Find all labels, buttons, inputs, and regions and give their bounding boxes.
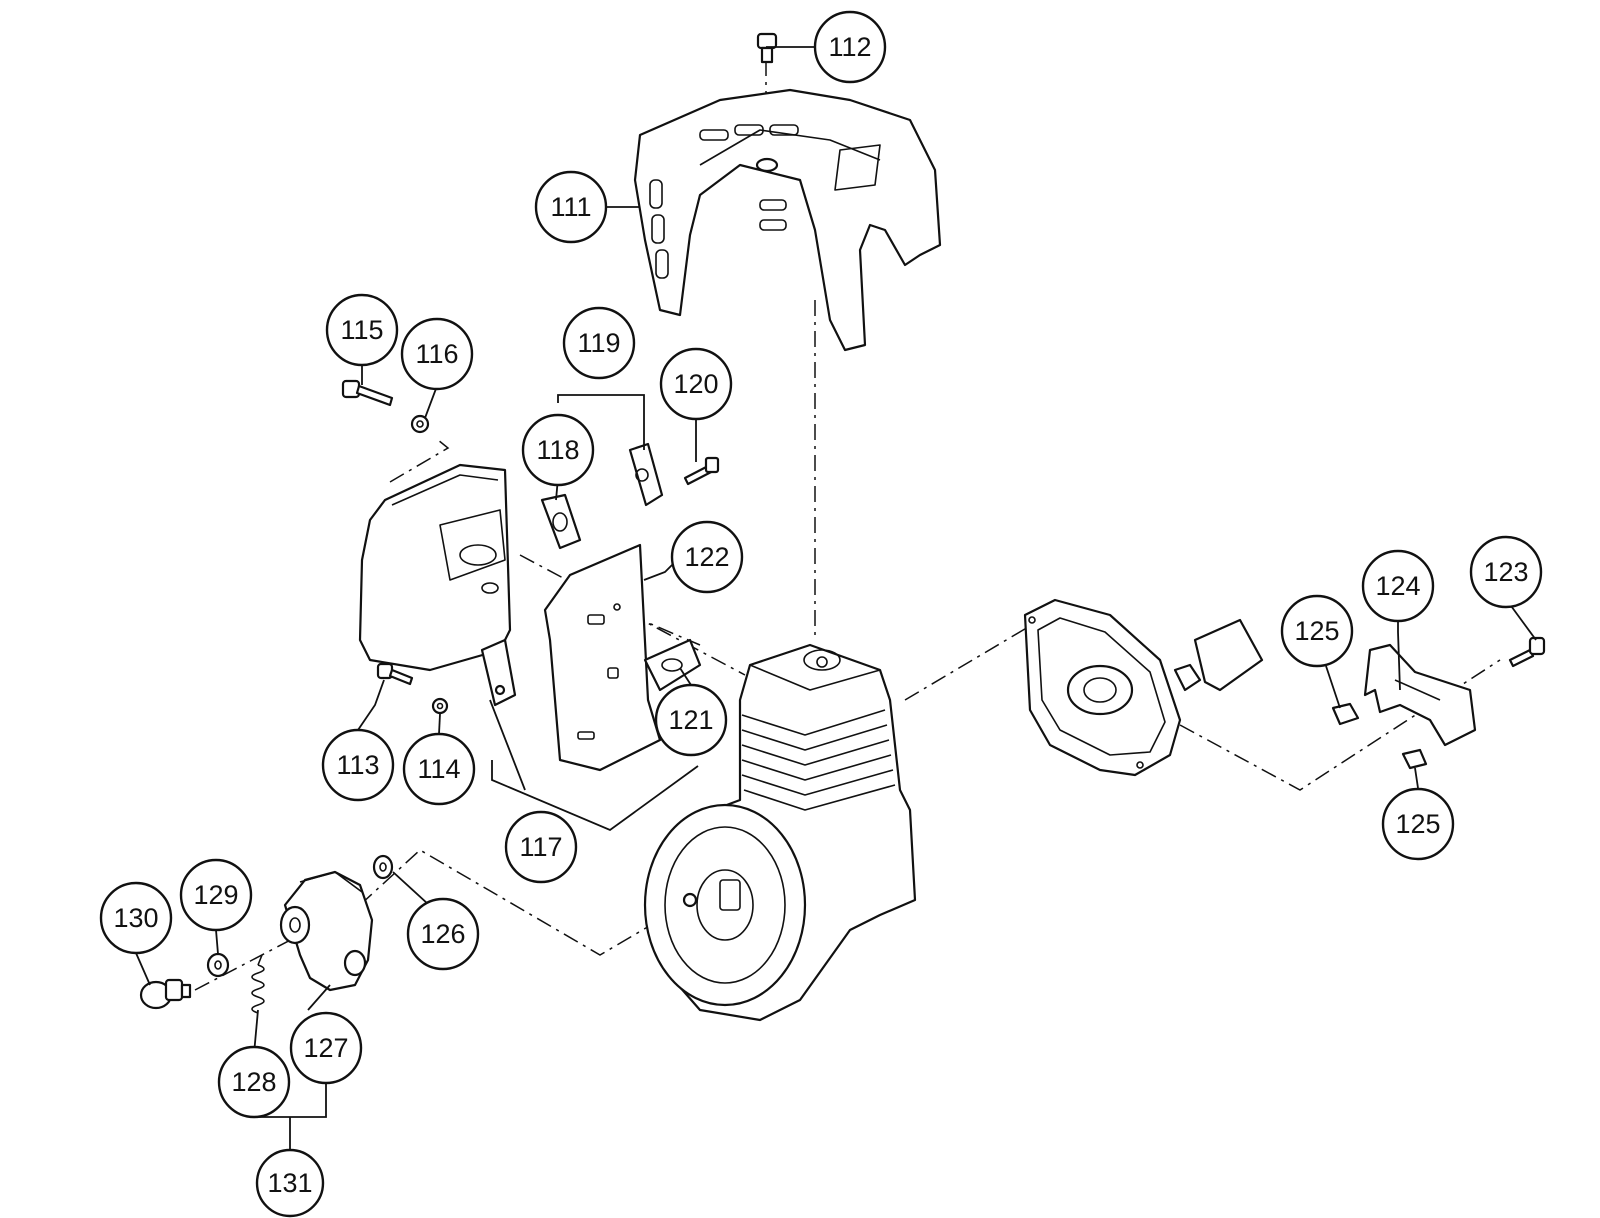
axis-clutch	[359, 849, 686, 956]
svg-text:118: 118	[536, 435, 579, 465]
washer-114	[431, 697, 449, 715]
callout-129: 129	[179, 858, 253, 932]
callout-120: 120	[659, 347, 733, 421]
recoil-starter	[1023, 598, 1264, 777]
svg-text:125: 125	[1294, 616, 1339, 646]
axis-bracket	[1179, 659, 1501, 791]
axis-clutch-bolt	[194, 934, 301, 991]
callout-115: 115	[325, 293, 399, 367]
bolt-123	[1508, 636, 1546, 668]
svg-text:121: 121	[668, 705, 713, 735]
callout-122: 122	[670, 520, 744, 594]
muffler	[358, 463, 512, 672]
starter-bracket	[1363, 643, 1477, 747]
callout-128: 128	[217, 1045, 291, 1119]
svg-text:115: 115	[340, 315, 383, 345]
callout-125-lower: 125	[1381, 787, 1455, 861]
clutch-bolt	[139, 978, 192, 1010]
bolt-115	[341, 379, 394, 407]
flywheel	[643, 803, 807, 1007]
muffler-bracket	[480, 638, 517, 707]
heat-shield-plate	[543, 543, 662, 772]
svg-text:126: 126	[420, 919, 465, 949]
bolt-120	[683, 456, 720, 486]
axis-starter	[904, 619, 1041, 701]
svg-text:119: 119	[577, 328, 620, 358]
callout-117: 117	[504, 810, 578, 884]
svg-text:124: 124	[1375, 571, 1420, 601]
svg-text:120: 120	[673, 369, 718, 399]
muffler-gasket-118	[540, 493, 582, 550]
svg-text:122: 122	[684, 542, 729, 572]
bolt-113	[376, 662, 414, 686]
svg-text:127: 127	[303, 1033, 348, 1063]
svg-text:129: 129	[193, 880, 238, 910]
axis-muffler-bolts	[389, 439, 450, 483]
washer-116	[410, 414, 430, 434]
svg-text:116: 116	[415, 339, 458, 369]
washer-126	[372, 854, 394, 880]
clip-125-upper	[1331, 702, 1360, 726]
callout-130: 130	[99, 881, 173, 955]
callout-124: 124	[1361, 549, 1435, 623]
callout-112: 112	[813, 10, 887, 84]
callout-131: 131	[255, 1148, 325, 1218]
callout-127: 127	[289, 1011, 363, 1085]
clutch-spring	[251, 954, 265, 1014]
callout-114: 114	[402, 732, 476, 806]
svg-text:123: 123	[1483, 557, 1528, 587]
svg-text:114: 114	[417, 754, 460, 784]
svg-text:112: 112	[828, 32, 871, 62]
washer-129	[206, 952, 230, 978]
callout-125-upper: 125	[1280, 594, 1354, 668]
callout-113: 113	[321, 728, 395, 802]
callout-123: 123	[1469, 535, 1543, 609]
engine-cover	[633, 88, 942, 352]
svg-text:113: 113	[336, 750, 379, 780]
svg-text:117: 117	[519, 832, 562, 862]
cover-screw	[755, 32, 779, 173]
cylinder-fins	[741, 709, 896, 811]
callout-116: 116	[400, 317, 474, 391]
callout-126: 126	[406, 897, 480, 971]
svg-text:130: 130	[113, 903, 158, 933]
callout-121: 121	[654, 683, 728, 757]
svg-text:131: 131	[267, 1168, 312, 1198]
callout-111: 111	[534, 170, 608, 244]
muffler-plate-119	[628, 442, 664, 507]
callout-119: 119	[562, 306, 636, 380]
callout-118: 118	[521, 413, 595, 487]
svg-text:111: 111	[550, 192, 591, 222]
svg-text:125: 125	[1395, 809, 1440, 839]
clip-125-lower	[1401, 748, 1428, 770]
svg-text:128: 128	[231, 1067, 276, 1097]
clutch-shoe-assembly	[279, 870, 374, 992]
insulator-gasket	[643, 638, 702, 692]
cover-vent-slots	[649, 124, 799, 279]
callout-bubbles: 111 112 113 114 115 116 117 118 119 120 …	[99, 10, 1543, 1218]
